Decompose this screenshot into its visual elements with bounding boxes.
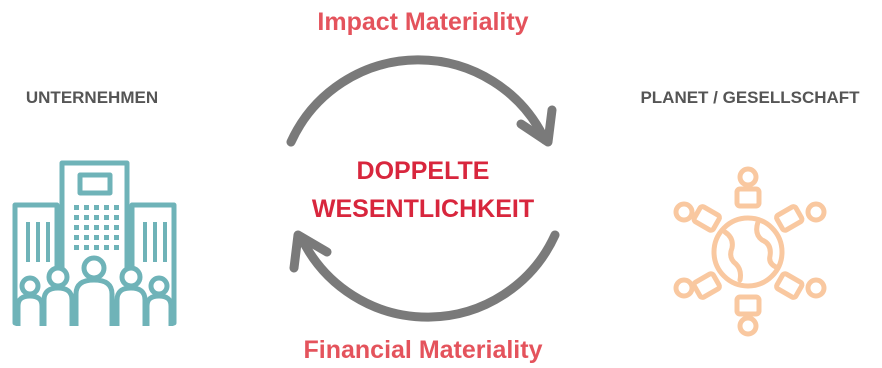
top-arc-arrow (286, 55, 550, 147)
center-title-line2: WESENTLICHKEIT (311, 195, 535, 223)
person-5 (144, 275, 174, 326)
financial-materiality-label: Financial Materiality (303, 336, 543, 364)
top-arrowhead (516, 105, 557, 147)
bottom-arc-arrow (296, 230, 560, 322)
person-4 (114, 265, 148, 326)
company-building-people-icon (12, 160, 177, 326)
impact-materiality-label: Impact Materiality (317, 8, 529, 36)
bottom-arrowhead (289, 230, 332, 273)
company-label: UNTERNEHMEN (25, 88, 159, 107)
person-1 (15, 275, 45, 326)
center-title: DOPPELTE WESENTLICHKEIT (270, 152, 576, 228)
person-2 (41, 265, 75, 326)
person-3 (73, 255, 115, 326)
planet-society-label: PLANET / GESELLSCHAFT (640, 88, 860, 107)
center-title-line1: DOPPELTE (356, 157, 490, 185)
globe-people-icon (673, 166, 827, 337)
